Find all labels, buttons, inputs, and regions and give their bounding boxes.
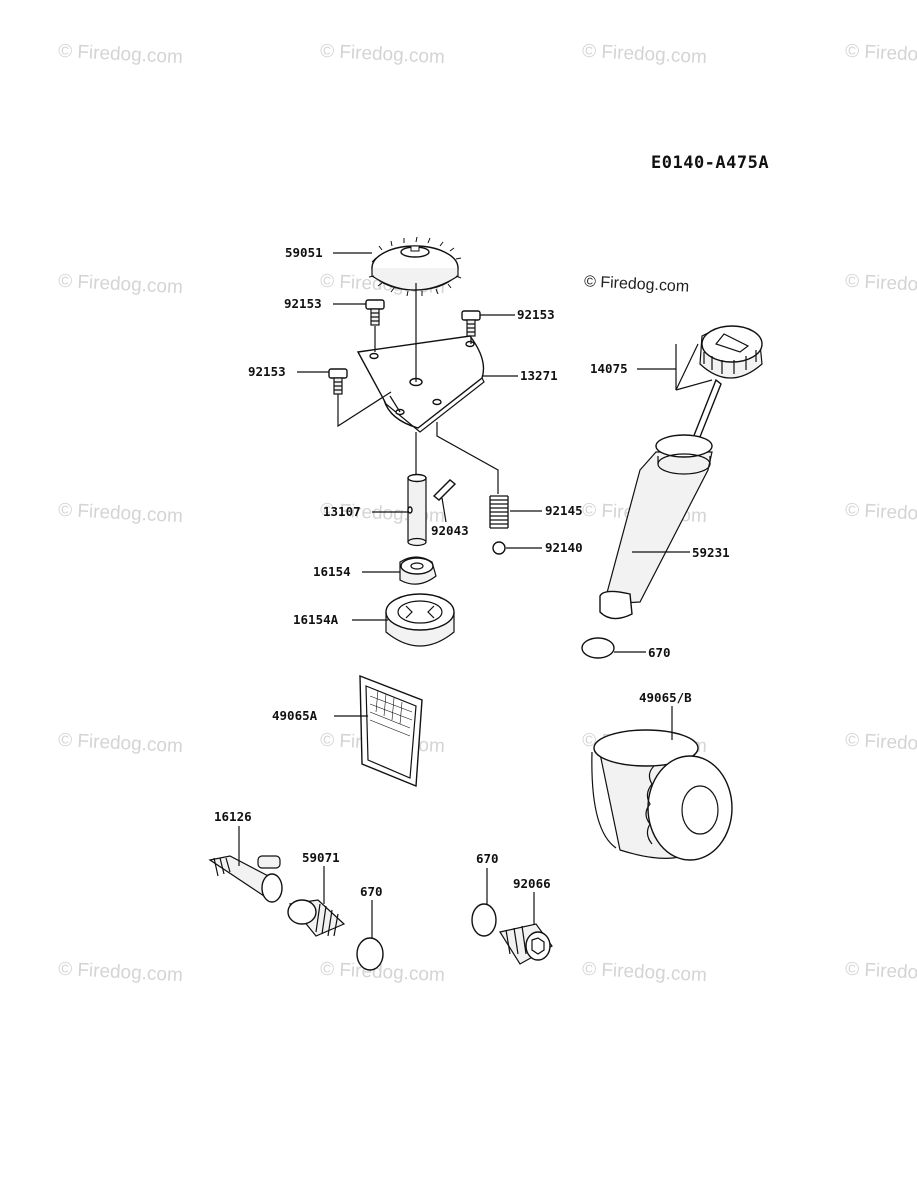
ball-92140-drawing [492, 541, 506, 555]
tube-59231-drawing [599, 434, 713, 620]
bolt-92153-top-left-drawing [365, 299, 385, 326]
inner-rotor-16154-drawing [399, 556, 437, 585]
drain-valve-16126-drawing [208, 855, 283, 903]
part-label-14075[interactable]: 14075 [590, 361, 628, 376]
o-ring-670-right-drawing [471, 903, 497, 937]
part-label-92153[interactable]: 92153 [284, 296, 322, 311]
part-label-16154A[interactable]: 16154A [293, 612, 339, 627]
oil-filter-49065B-drawing [591, 729, 733, 861]
part-label-49065B[interactable]: 49065/B [639, 690, 692, 705]
bolt-92153-left-drawing [328, 368, 348, 395]
part-label-92153[interactable]: 92153 [517, 307, 555, 322]
part-label-670[interactable]: 670 [648, 645, 671, 660]
part-label-16126[interactable]: 16126 [214, 809, 252, 824]
part-label-92145[interactable]: 92145 [545, 503, 583, 518]
part-label-92153[interactable]: 92153 [248, 364, 286, 379]
part-label-13107[interactable]: 13107 [323, 504, 361, 519]
diagram-code: E0140-A475A [651, 153, 770, 173]
plug-92066-drawing [499, 923, 553, 965]
part-label-92043[interactable]: 92043 [431, 523, 469, 538]
part-label-13271[interactable]: 13271 [520, 368, 558, 383]
part-label-16154[interactable]: 16154 [313, 564, 351, 579]
plug-59071-drawing [287, 899, 346, 937]
part-label-49065A[interactable]: 49065A [272, 708, 318, 723]
outer-rotor-16154A-drawing [385, 593, 455, 647]
part-label-59231[interactable]: 59231 [692, 545, 730, 560]
part-label-59071[interactable]: 59071 [302, 850, 340, 865]
spring-92145-drawing [489, 495, 509, 529]
shaft-13107-drawing [407, 473, 427, 547]
part-label-670[interactable]: 670 [360, 884, 383, 899]
part-label-92066[interactable]: 92066 [513, 876, 551, 891]
oil-cap-14075-drawing [688, 325, 763, 454]
bolt-92153-top-right-drawing [461, 310, 481, 337]
part-label-92140[interactable]: 92140 [545, 540, 583, 555]
gear-59051-drawing [368, 236, 462, 297]
strainer-49065A-drawing [359, 674, 423, 788]
part-label-59051[interactable]: 59051 [285, 245, 323, 260]
o-ring-670-left-drawing [356, 937, 384, 971]
leader-lines [238, 252, 713, 938]
part-label-670[interactable]: 670 [476, 851, 499, 866]
o-ring-670-top-drawing [581, 637, 615, 659]
plate-13271-drawing [356, 335, 485, 433]
pin-92043-drawing [432, 479, 457, 501]
